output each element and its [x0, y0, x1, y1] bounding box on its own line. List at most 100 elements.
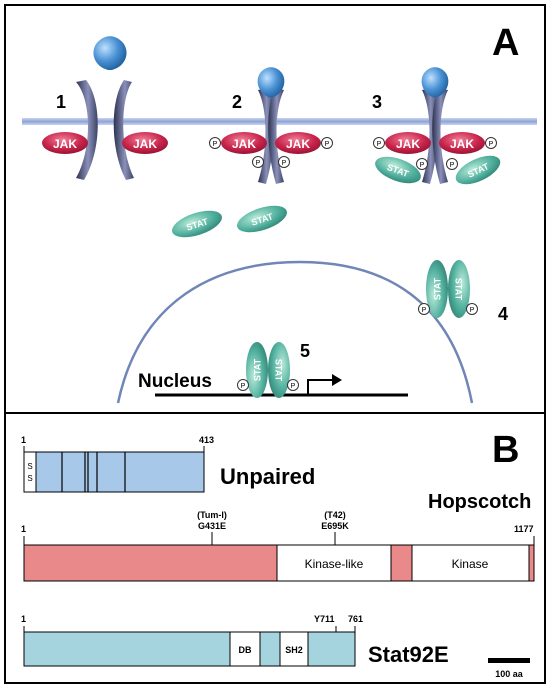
unpaired-end: 413 — [199, 435, 214, 445]
panel-a-letter: A — [492, 22, 519, 64]
ligand-1 — [93, 36, 127, 70]
phospho-2-receptor-right: P — [278, 156, 290, 168]
step-2-number: 2 — [232, 92, 242, 112]
stat92e-end: 761 — [348, 614, 363, 624]
stat-dimer-4-left: STAT — [426, 260, 448, 318]
stat-3-right: STAT — [455, 155, 501, 185]
svg-text:STAT: STAT — [454, 278, 464, 301]
phospho-4-right: P — [466, 303, 478, 315]
phospho-2-left: P — [209, 137, 221, 149]
stat92e-db-label: DB — [239, 645, 252, 655]
jak-3-left-label: JAK — [396, 137, 420, 151]
unpaired-bar — [23, 451, 205, 493]
panel-b: B 1 413 S S Unpaired Hopscotch 1 1177 (T… — [21, 429, 535, 679]
stat92e-sh2-label: SH2 — [285, 645, 303, 655]
hopscotch-kinase-label: Kinase — [452, 557, 489, 571]
receptor-1-left — [76, 80, 98, 180]
unpaired-ss-label-1: S — [27, 462, 32, 471]
svg-text:P: P — [489, 141, 494, 148]
phospho-2-right: P — [321, 137, 333, 149]
stat-dimer-5-right: STAT — [268, 342, 290, 398]
svg-text:P: P — [422, 307, 427, 314]
step-3-number: 3 — [372, 92, 382, 112]
svg-text:P: P — [241, 383, 246, 390]
receptor-1-right — [113, 80, 134, 180]
transcription-arrow — [307, 379, 332, 395]
stat-dimer-5-left: STAT — [246, 342, 268, 398]
step-4-number: 4 — [498, 304, 508, 324]
jak-2-left — [221, 132, 267, 154]
ligand-2 — [257, 67, 285, 98]
unpaired-ss-label-2: S — [27, 474, 32, 483]
free-stat-2: STAT — [237, 205, 287, 233]
stat92e-sh2-domain — [279, 631, 309, 667]
hopscotch-mut1-name: (Tum-l) — [197, 510, 227, 520]
stat-3-left: STAT — [375, 156, 421, 184]
svg-text:P: P — [282, 160, 287, 167]
ligand-3 — [421, 67, 449, 98]
phospho-5-right: P — [287, 379, 299, 391]
jak-1-left — [42, 132, 88, 154]
svg-text:P: P — [450, 162, 455, 169]
panel-a: A Nucleus 1 JAK JAK 2 JAK JAK P P P P 3 — [22, 22, 537, 404]
phospho-2-receptor-left: P — [252, 156, 264, 168]
svg-text:STAT: STAT — [253, 358, 263, 381]
jak-3-left — [385, 132, 431, 154]
svg-text:P: P — [213, 141, 218, 148]
transcription-arrowhead — [332, 374, 342, 386]
stat92e-start: 1 — [21, 614, 26, 624]
free-stat-1: STAT — [172, 210, 222, 238]
svg-text:P: P — [291, 383, 296, 390]
hopscotch-start: 1 — [21, 524, 26, 534]
nucleus-envelope — [116, 260, 474, 404]
hopscotch-kinase-domain — [411, 544, 530, 582]
jak-3-right-label: JAK — [450, 137, 474, 151]
unpaired-start: 1 — [21, 435, 26, 445]
receptor-2-right — [268, 88, 284, 184]
step-5-number: 5 — [300, 341, 310, 361]
hopscotch-kinase-like-domain — [276, 544, 392, 582]
hopscotch-protein: Hopscotch 1 1177 (Tum-l) G431E (T42) E69… — [21, 491, 535, 582]
unpaired-name: Unpaired — [220, 464, 315, 489]
hopscotch-name: Hopscotch — [428, 491, 531, 513]
jak-2-left-label: JAK — [232, 137, 256, 151]
phospho-5-left: P — [237, 379, 249, 391]
panel-b-letter: B — [492, 429, 519, 471]
jak-2-right-label: JAK — [286, 137, 310, 151]
stat92e-db-domain — [229, 631, 261, 667]
hopscotch-kinase-like-label: Kinase-like — [305, 557, 364, 571]
svg-text:P: P — [325, 141, 330, 148]
svg-text:STAT: STAT — [274, 359, 284, 382]
jak-2-right — [275, 132, 321, 154]
stat92e-site: Y711 — [314, 614, 335, 624]
jak-3-right — [439, 132, 485, 154]
hopscotch-end: 1177 — [514, 524, 534, 534]
jak-1-left-label: JAK — [53, 137, 77, 151]
phospho-3-left: P — [373, 137, 385, 149]
stat-dimer-4-right: STAT — [448, 260, 470, 318]
svg-text:P: P — [256, 160, 261, 167]
stat92e-name: Stat92E — [368, 642, 449, 667]
svg-text:STAT: STAT — [433, 277, 443, 300]
phospho-3-stat-left: P — [416, 158, 428, 170]
svg-text:P: P — [470, 307, 475, 314]
nucleus-label: Nucleus — [138, 371, 212, 392]
hopscotch-mut1-pos: G431E — [198, 521, 226, 531]
hopscotch-mut2-name: (T42) — [324, 510, 346, 520]
phospho-4-left: P — [418, 303, 430, 315]
hopscotch-mut2-pos: E695K — [321, 521, 349, 531]
unpaired-signal-sequence — [23, 451, 37, 493]
step-1-number: 1 — [56, 92, 66, 112]
unpaired-protein: 1 413 S S Unpaired — [21, 435, 315, 493]
stat92e-protein: 1 761 Y711 DB SH2 Stat92E — [21, 614, 449, 667]
phospho-3-stat-right: P — [446, 158, 458, 170]
jak-1-right-label: JAK — [133, 137, 157, 151]
svg-text:P: P — [377, 141, 382, 148]
scale-bar — [488, 658, 530, 663]
svg-text:P: P — [420, 162, 425, 169]
scale-bar-label: 100 aa — [495, 669, 524, 679]
jak-1-right — [122, 132, 168, 154]
receptor-3-right — [432, 88, 448, 184]
phospho-3-right: P — [485, 137, 497, 149]
